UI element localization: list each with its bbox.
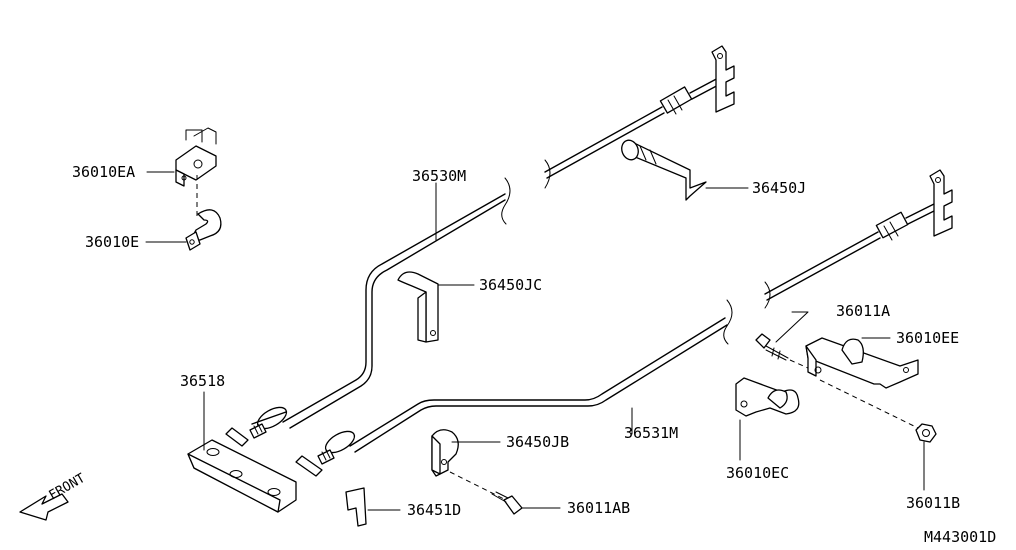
clip-36010ea [175, 127, 217, 187]
part-label-36531m: 36531M [624, 424, 678, 442]
part-label-36011b: 36011B [906, 494, 960, 512]
guide-line-36011a [789, 359, 809, 369]
part-label-36518: 36518 [180, 372, 225, 390]
clip-36450jb [431, 429, 459, 477]
part-label-36010ee: 36010EE [896, 329, 959, 347]
part-label-36450j: 36450J [752, 179, 806, 197]
cable-36531m [317, 169, 953, 465]
guide-line-36010ee [819, 379, 919, 429]
part-label-36451d: 36451D [407, 501, 461, 519]
pin-36451d [345, 487, 367, 527]
part-label-36450jb: 36450JB [506, 433, 569, 451]
bracket-36010ee [805, 337, 919, 389]
bracket-36518 [187, 427, 323, 513]
cable-36530m [249, 45, 735, 439]
part-label-36011a: 36011A [836, 302, 890, 320]
nut-36011b [915, 423, 937, 443]
clamp-36010e [185, 209, 222, 251]
part-label-36010ec: 36010EC [726, 464, 789, 482]
part-label-36010ea: 36010EA [72, 163, 135, 181]
bracket-36450j [621, 139, 707, 201]
bolt-36011ab [491, 491, 523, 515]
bracket-36450jc [397, 271, 439, 343]
part-label-36010e: 36010E [85, 233, 139, 251]
part-label-36450jc: 36450JC [479, 276, 542, 294]
figure-code: M443001D [924, 528, 996, 546]
front-direction-arrow [19, 493, 69, 521]
part-label-36011ab: 36011AB [567, 499, 630, 517]
leader-lines [145, 171, 925, 511]
part-label-36530m: 36530M [412, 167, 466, 185]
clamp-36010ec [735, 377, 800, 417]
front-label: FRONT [47, 471, 89, 504]
guide-line-36450jb [449, 471, 507, 501]
bolt-36011a [755, 333, 789, 361]
